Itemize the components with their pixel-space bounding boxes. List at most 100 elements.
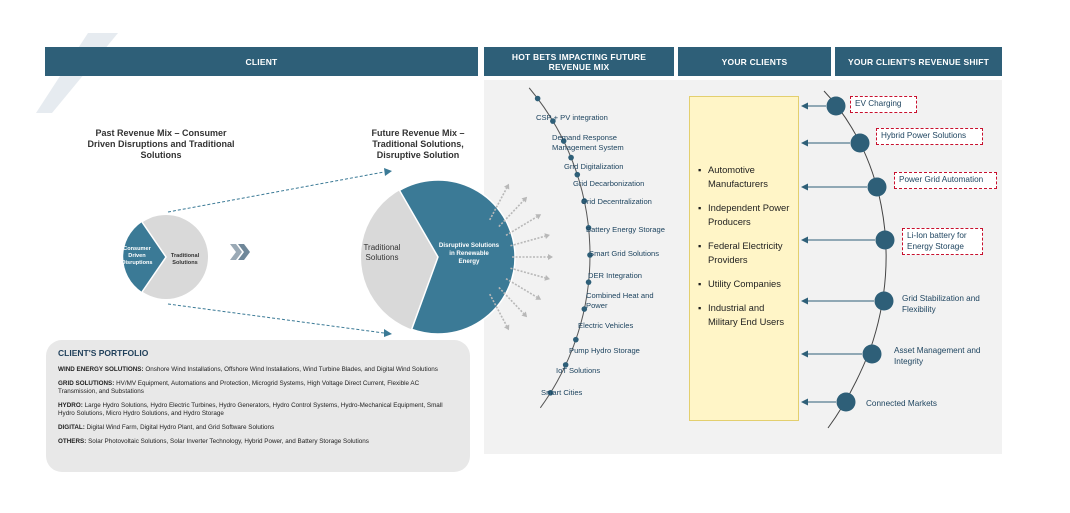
portfolio-item: DIGITAL: Digital Wind Farm, Digital Hydr… [58, 424, 458, 433]
hot-bet-label: Battery Energy Storage [586, 225, 665, 234]
radiating-arrowhead [535, 214, 542, 220]
portfolio-item-label: OTHERS: [58, 437, 87, 445]
revenue-shift-label: Asset Management and Integrity [894, 346, 981, 366]
hot-bet-dot [573, 336, 579, 343]
revenue-shift-arrowhead [801, 183, 808, 191]
connector-bottom-arrowhead [384, 329, 392, 337]
hot-bet-dot [568, 154, 574, 161]
hot-bet-label: Combined Heat and Power [586, 291, 654, 310]
hot-bet-dot [585, 225, 592, 231]
client-list-item: ▪Utility Companies [698, 278, 781, 289]
hot-bet-dot [581, 198, 588, 204]
radiating-arrowhead [503, 183, 510, 190]
portfolio-item-text: Digital Wind Farm, Digital Hydro Plant, … [84, 423, 275, 431]
revenue-shift-label: Hybrid Power Solutions [876, 128, 983, 145]
radiating-arrowhead [544, 274, 550, 281]
your-clients-box: ▪Automotive Manufacturers ▪Independent P… [689, 96, 799, 421]
chevron-right-icon [230, 244, 250, 260]
radiating-arrows [489, 183, 553, 331]
past-pie-consumer-slice [123, 222, 166, 292]
revenue-shift-node [826, 96, 846, 116]
client-list-item-label: Utility Companies [708, 278, 781, 289]
revenue-shift-label: EV Charging [850, 96, 917, 113]
hot-bet-label: Smart Grid Solutions [589, 249, 660, 258]
client-list-item: ▪Automotive Manufacturers [698, 163, 792, 191]
radiating-arrowhead [521, 311, 528, 318]
hot-bet-label: Grid Digitalization [564, 162, 624, 171]
hot-bet-dot [547, 389, 554, 396]
radiating-arrowhead [548, 254, 553, 260]
revenue-shift-arrowhead [801, 236, 808, 244]
revenue-shift-node [862, 344, 882, 364]
revenue-shift-label: Connected Markets [866, 399, 937, 408]
radiating-arrow-line [489, 187, 508, 221]
client-list-item-label: Federal Electricity Providers [708, 240, 783, 265]
portfolio-item-text: Onshore Wind Installations, Offshore Win… [143, 366, 438, 373]
connector-top-line [167, 171, 385, 213]
portfolio-item-label: HYDRO: [58, 401, 83, 409]
revenue-shift-arrowhead [801, 297, 808, 305]
radiating-arrow-line [498, 199, 525, 228]
revenue-shift-arrowhead [801, 102, 808, 110]
past-slice-consumer-label: Consumer Driven Disruptions [121, 246, 153, 266]
radiating-arrow-line [505, 277, 538, 298]
future-pie-disruptive-slice [398, 179, 516, 335]
revenue-shift-node [850, 133, 870, 153]
past-mix-pie [123, 215, 208, 299]
portfolio-item-label: GRID SOLUTIONS: [58, 379, 115, 387]
revenue-shift-arrows [801, 102, 875, 406]
hot-bet-label: Electric Vehicles [578, 321, 634, 330]
future-slice-disruptive-label: Disruptive Solutions in Renewable Energy [438, 242, 500, 265]
radiating-arrowhead [503, 324, 510, 331]
radiating-arrow-line [505, 216, 538, 237]
radiating-arrowhead [535, 294, 542, 300]
hot-bet-dot [562, 362, 569, 368]
revenue-shift-node [867, 177, 887, 197]
hot-bet-label: Grid Decentralization [581, 197, 652, 206]
hot-bet-label: CSP + PV integration [536, 113, 608, 122]
client-list-item-label: Industrial and Military End Users [708, 302, 785, 327]
hot-bet-dot [585, 279, 592, 285]
radiating-arrowhead [544, 233, 550, 240]
header-revenue-shift: YOUR CLIENT'S REVENUE SHIFT [835, 47, 1002, 76]
connector-top-arrowhead [384, 168, 392, 176]
portfolio-item-text: HV/MV Equipment, Automations and Protect… [58, 379, 420, 396]
portfolio-item: GRID SOLUTIONS: HV/MV Equipment, Automat… [58, 380, 458, 397]
portfolio-item: HYDRO: Large Hydro Solutions, Hydro Elec… [58, 402, 458, 419]
client-list-item-label: Independent Power Producers [708, 202, 790, 227]
portfolio-item-text: Solar Photovoltaic Solutions, Solar Inve… [86, 437, 369, 445]
hot-bet-label: Grid Decarbonization [573, 179, 645, 188]
hot-bet-label: DER Integration [588, 271, 643, 280]
portfolio-item: OTHERS: Solar Photovoltaic Solutions, So… [58, 438, 458, 447]
portfolio-item: WIND ENERGY SOLUTIONS: Onshore Wind Inst… [58, 366, 458, 375]
radiating-arrow-line [510, 235, 546, 247]
client-portfolio: CLIENT'S PORTFOLIO WIND ENERGY SOLUTIONS… [46, 340, 470, 472]
past-slice-traditional-label: Traditional Solutions [170, 253, 200, 266]
portfolio-item-text: Large Hydro Solutions, Hydro Electric Tu… [58, 401, 443, 418]
future-mix-title: Future Revenue Mix – Traditional Solutio… [371, 128, 465, 160]
hot-bet-label: IoT Solutions [556, 366, 601, 375]
hot-bet-dot [560, 138, 567, 144]
revenue-shift-arrowhead [801, 398, 808, 406]
hot-bet-dot [581, 306, 588, 312]
revenue-shift-label: Power Grid Automation [894, 172, 997, 189]
radiating-arrowhead [521, 196, 528, 203]
revenue-shift-arrowhead [801, 350, 808, 358]
radiating-arrow-line [489, 293, 508, 327]
hot-bet-label: Pump Hydro Storage [569, 346, 640, 355]
revenue-shift-node [875, 230, 895, 250]
radiating-arrow-line [510, 267, 546, 279]
hot-bet-dot [534, 95, 541, 102]
connector-bottom-line [167, 303, 385, 334]
hot-bet-dot [574, 171, 581, 178]
client-list-item: ▪Independent Power Producers [698, 201, 792, 229]
radiating-arrow-line [498, 286, 525, 315]
future-slice-traditional-label: Traditional Solutions [363, 243, 401, 262]
client-list-item: ▪Federal Electricity Providers [698, 239, 792, 267]
client-list-item-label: Automotive Manufacturers [708, 164, 768, 189]
hot-bet-label: Demand Response Management System [552, 133, 624, 152]
future-mix-pie [361, 179, 516, 335]
header-hot-bets: HOT BETS IMPACTING FUTURE REVENUE MIX [484, 47, 674, 76]
client-list-item: ▪Industrial and Military End Users [698, 301, 792, 329]
